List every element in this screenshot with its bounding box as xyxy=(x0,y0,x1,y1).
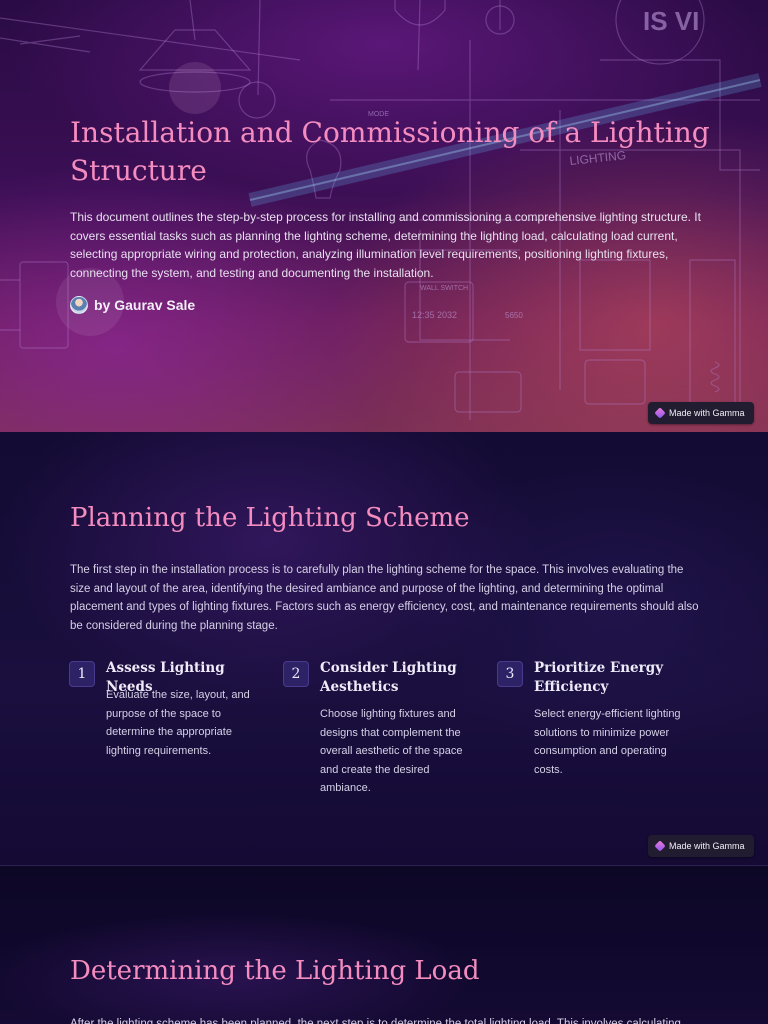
made-with-gamma-badge[interactable]: Made with Gamma xyxy=(648,835,754,857)
step-number: 1 xyxy=(69,661,95,687)
badge-label: Made with Gamma xyxy=(669,408,745,418)
made-with-gamma-badge[interactable]: Made with Gamma xyxy=(648,402,754,424)
step-title: Consider Lighting Aesthetics xyxy=(320,660,457,695)
gamma-logo-icon xyxy=(654,840,666,852)
planning-section xyxy=(0,432,768,866)
author-name: by Gaurav Sale xyxy=(94,297,196,313)
lighting-wall-label: LIGHTING xyxy=(569,148,627,168)
lighting-load-section xyxy=(0,867,768,1024)
step-description: Select energy-efficient lighting solutio… xyxy=(534,708,681,776)
gamma-logo-icon xyxy=(654,407,666,419)
badge-label: Made with Gamma xyxy=(669,841,745,851)
step-description: Evaluate the size, layout, and purpose o… xyxy=(106,689,250,757)
page-title: Installation and Commissioning of a Ligh… xyxy=(70,116,710,187)
author-avatar xyxy=(70,296,88,314)
step-description: Choose lighting fixtures and designs tha… xyxy=(320,708,463,795)
step-title: Prioritize Energy Efficiency xyxy=(534,660,664,695)
step-title: Assess Lighting Needs xyxy=(106,660,225,695)
step-number: 3 xyxy=(497,661,523,687)
step-number: 2 xyxy=(283,661,309,687)
author-byline[interactable]: by Gaurav Sale xyxy=(70,296,195,314)
panel-code: 5650 xyxy=(505,311,523,320)
mode-label: MODE xyxy=(368,111,389,118)
sign-letters: IS VI xyxy=(643,6,699,36)
hero-illustration: LIGHTING MODE WALL SWITCH IS VI 12:35 20… xyxy=(0,0,762,420)
digital-readout: 12:35 2032 xyxy=(412,310,457,320)
section-title-planning: Planning the Lighting Scheme xyxy=(70,503,470,533)
section-title-lighting-load: Determining the Lighting Load xyxy=(70,956,480,986)
hero-description: This document outlines the step-by-step … xyxy=(70,210,701,280)
lighting-load-body: After the lighting scheme has been plann… xyxy=(70,1018,681,1024)
wall-switch-label: WALL SWITCH xyxy=(420,285,468,292)
hero-section: LIGHTING MODE WALL SWITCH IS VI 12:35 20… xyxy=(0,0,768,432)
planning-body: The first step in the installation proce… xyxy=(70,564,699,632)
